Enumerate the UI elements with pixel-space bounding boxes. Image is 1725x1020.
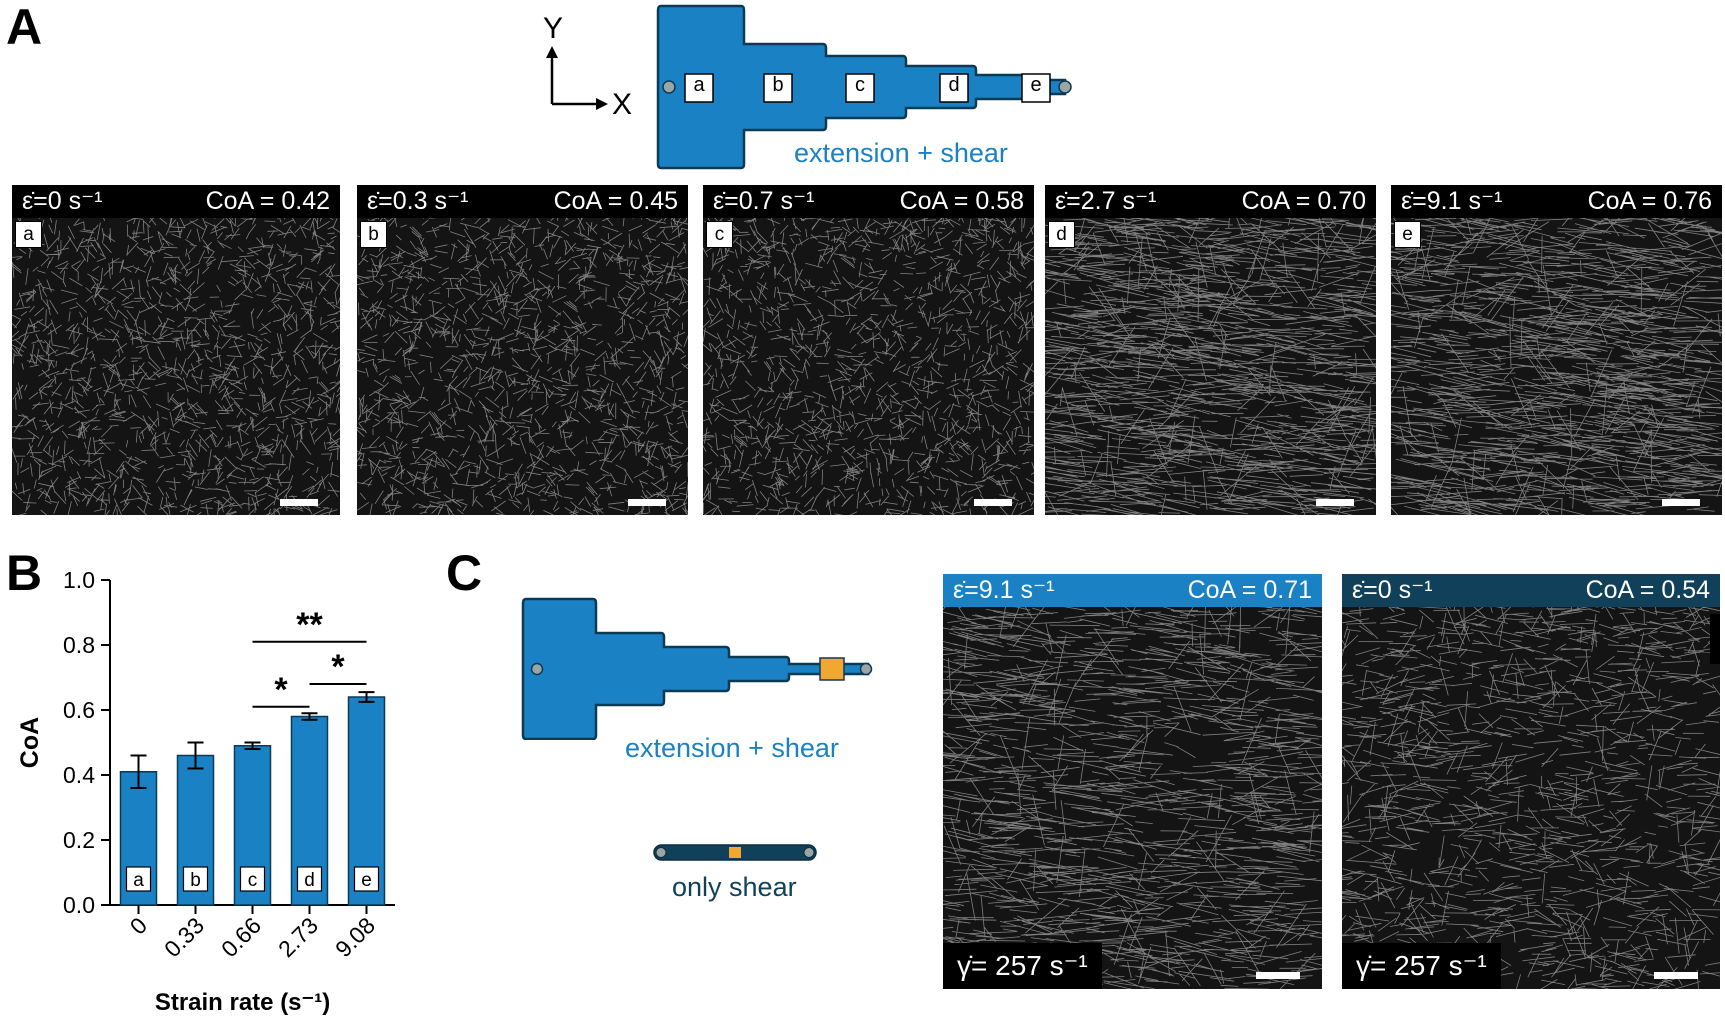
coa-label: CoA = 0.42 (205, 187, 330, 215)
x-tick-label: 0.66 (216, 912, 266, 962)
micrograph-d: ε̇=2.7 s⁻¹ CoA = 0.70 d (1045, 185, 1376, 515)
coa-label: CoA = 0.71 (1187, 576, 1312, 604)
micrograph-header: ε̇=0.3 s⁻¹ CoA = 0.45 (357, 185, 688, 218)
significance-label: ** (296, 606, 323, 644)
micrograph-extension-shear: ε̇=9.1 s⁻¹ CoA = 0.71 γ̇= 257 s⁻¹ (943, 574, 1322, 989)
fiber-texture (12, 185, 340, 515)
coa-label: CoA = 0.58 (899, 187, 1024, 215)
micrograph-e: ε̇=9.1 s⁻¹ CoA = 0.76 e (1391, 185, 1722, 515)
axis-label-x: X (612, 88, 633, 121)
edge-mark (1710, 614, 1720, 664)
y-tick-label: 0.2 (63, 827, 95, 853)
scale-bar (974, 499, 1012, 506)
bar-tag-box (353, 866, 380, 892)
y-tick-label: 0.8 (63, 632, 95, 658)
bar-tag-box (296, 866, 323, 892)
channel-box-label: c (855, 74, 865, 96)
bar-tag-box (125, 866, 152, 892)
channel-box-label: e (1030, 74, 1042, 96)
axis-label-y: Y (543, 12, 564, 45)
scale-bar (1256, 972, 1300, 979)
channel-caption-a: extension + shear (794, 138, 1008, 168)
y-tick-label: 0.6 (63, 697, 95, 723)
bar-tag-box (182, 866, 209, 892)
significance-label: * (331, 648, 345, 686)
bar-tag-box (239, 866, 266, 892)
strain-rate-label: ε̇=0.3 s⁻¹ (367, 187, 469, 215)
micrograph-header: ε̇=0 s⁻¹ CoA = 0.42 (12, 185, 340, 218)
micrograph-header: ε̇=9.1 s⁻¹ CoA = 0.76 (1391, 185, 1722, 218)
strain-rate-label: ε̇=0 s⁻¹ (22, 187, 103, 215)
micrograph-header: ε̇=9.1 s⁻¹ CoA = 0.71 (943, 574, 1322, 607)
y-tick-label: 0.4 (63, 762, 95, 788)
micrograph-only-shear: ε̇=0 s⁻¹ CoA = 0.54 γ̇= 257 s⁻¹ (1342, 574, 1720, 989)
bar-tag-label: e (361, 870, 372, 891)
micrograph-tag: a (15, 221, 42, 248)
panel-letter-c: C (446, 545, 483, 601)
micrograph-tag: d (1048, 221, 1075, 248)
scale-bar (628, 499, 666, 506)
coa-label: CoA = 0.45 (553, 187, 678, 215)
scale-bar (1654, 972, 1698, 979)
strain-rate-label: ε̇=9.1 s⁻¹ (1401, 187, 1503, 215)
bar-tag-label: a (133, 870, 144, 891)
micrograph-a: ε̇=0 s⁻¹ CoA = 0.42 a (12, 185, 340, 515)
coa-label: CoA = 0.76 (1587, 187, 1712, 215)
bar-tag-label: b (190, 870, 201, 891)
fiber-texture (1391, 185, 1722, 515)
strain-rate-label: ε̇=0 s⁻¹ (1352, 576, 1433, 604)
fiber-texture (703, 185, 1034, 515)
shear-rate-label: γ̇= 257 s⁻¹ (1342, 943, 1501, 989)
scale-bar (1316, 499, 1354, 506)
coa-label: CoA = 0.54 (1585, 576, 1710, 604)
xy-axes-indicator (546, 46, 608, 110)
fiber-texture (1045, 185, 1376, 515)
significance-label: * (274, 671, 288, 709)
channel-box-label: b (772, 74, 784, 96)
x-tick-label: 0 (125, 912, 152, 939)
strain-rate-label: ε̇=2.7 s⁻¹ (1055, 187, 1157, 215)
x-tick-label: 9.08 (330, 912, 380, 962)
micrograph-header: ε̇=0.7 s⁻¹ CoA = 0.58 (703, 185, 1034, 218)
fiber-texture (943, 574, 1322, 989)
micrograph-header: ε̇=2.7 s⁻¹ CoA = 0.70 (1045, 185, 1376, 218)
fiber-texture (1342, 574, 1720, 989)
channel-diagram-c (521, 597, 873, 740)
micrograph-tag: c (706, 221, 733, 248)
micrograph-c: ε̇=0.7 s⁻¹ CoA = 0.58 c (703, 185, 1034, 515)
micrograph-header: ε̇=0 s⁻¹ CoA = 0.54 (1342, 574, 1720, 607)
shear-rate-label: γ̇= 257 s⁻¹ (943, 943, 1102, 989)
x-axis-label: Strain rate (s⁻¹) (155, 989, 330, 1016)
y-axis-label: CoA (16, 717, 44, 768)
shear-channel-diagram (653, 844, 817, 861)
panel-letter-b: B (6, 545, 43, 601)
strain-rate-label: ε̇=0.7 s⁻¹ (713, 187, 815, 215)
scale-bar (280, 499, 318, 506)
micrograph-b: ε̇=0.3 s⁻¹ CoA = 0.45 b (357, 185, 688, 515)
y-tick-label: 0.0 (63, 892, 95, 918)
fiber-texture (357, 185, 688, 515)
x-tick-label: 2.73 (273, 912, 323, 962)
bar-tag-label: c (248, 870, 258, 891)
panel-letter-a: A (6, 0, 43, 55)
y-tick-label: 1.0 (63, 567, 95, 593)
scale-bar (1662, 499, 1700, 506)
micrograph-tag: b (360, 221, 387, 248)
channel-diagram-a (656, 4, 1072, 170)
channel-caption-c: extension + shear (625, 733, 839, 763)
x-tick-label: 0.33 (159, 912, 209, 962)
bar-tag-label: d (304, 870, 315, 891)
channel-box-label: a (693, 74, 705, 96)
micrograph-tag: e (1394, 221, 1421, 248)
shear-caption: only shear (672, 872, 797, 902)
coa-label: CoA = 0.70 (1241, 187, 1366, 215)
channel-box-label: d (948, 74, 960, 96)
strain-rate-label: ε̇=9.1 s⁻¹ (953, 576, 1055, 604)
